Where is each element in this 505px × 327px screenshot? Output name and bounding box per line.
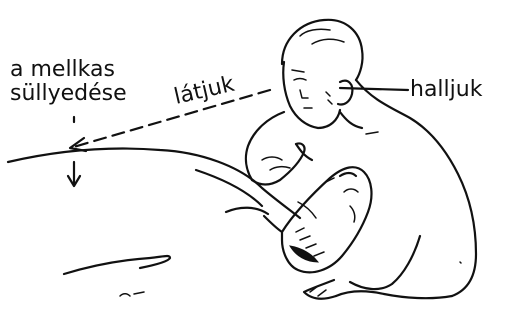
chest-label-line2: süllyedése	[10, 81, 127, 106]
rescuer-hand-on-forehead	[252, 143, 305, 184]
patient-ear	[298, 202, 316, 218]
hear-label: halljuk	[410, 77, 483, 102]
rescuer-cheek-marks	[326, 92, 332, 104]
rescuer-nose	[300, 90, 308, 98]
chest-label-line1: a mellkas	[10, 57, 115, 82]
rescuer-eyebrow	[292, 70, 304, 72]
rescuer-hand-under-neck	[304, 280, 336, 299]
patient-eye	[344, 189, 358, 192]
shirt-scribble	[120, 292, 144, 296]
patient-cheek-line	[350, 206, 355, 222]
see-label: látjuk	[172, 72, 237, 110]
patient-collar-line	[196, 170, 262, 206]
rescuer-lower-arm	[336, 291, 452, 298]
rescuer-knuckle-lines	[262, 157, 290, 170]
rescuer-ear	[338, 81, 352, 105]
rescuer-collar-mark	[366, 132, 378, 134]
patient-nose	[340, 173, 356, 176]
rescuer-eye	[294, 79, 306, 81]
patient-head-outline	[282, 167, 371, 272]
rescuer-inner-arm	[350, 236, 420, 289]
rescuer-face-outline	[283, 62, 340, 128]
patient-neck	[264, 216, 282, 232]
rescuer-upper-arm	[246, 112, 284, 180]
patient-arm	[64, 256, 170, 274]
rescuer-back	[356, 80, 476, 296]
patient-collarbone	[226, 208, 268, 214]
rescuer-hair-strokes	[300, 29, 344, 44]
rescuer-neck-front	[340, 112, 362, 128]
patient-hair-shading	[290, 246, 318, 262]
hear-leader-line	[340, 88, 408, 90]
speck	[460, 262, 461, 263]
